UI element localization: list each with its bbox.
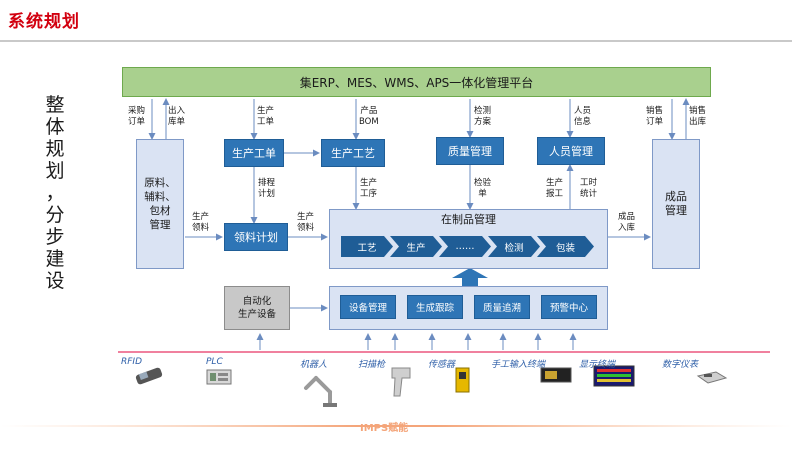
- robot-arm-icon: [304, 376, 337, 407]
- alert-center-module: 预警中心: [541, 295, 597, 319]
- label-schedule: 排程计划: [258, 178, 276, 199]
- label-finished-in: 成品入库: [618, 212, 636, 233]
- side-caption: 整 体 规 划 ， 分 步 建 设: [44, 94, 66, 292]
- footer-rule: [0, 425, 792, 427]
- plc-icon: [206, 369, 232, 385]
- label-inspection-plan: 检测方案: [474, 106, 492, 127]
- raw-line: 辅料、: [144, 191, 176, 203]
- finished-line: 管理: [665, 204, 687, 217]
- label-prod-report: 生产报工: [546, 178, 564, 199]
- device-scanner: 扫描枪: [358, 360, 386, 370]
- label-work-hours: 工时统计: [580, 178, 598, 199]
- device-sensor: 传感器: [428, 360, 456, 370]
- side-char: 整: [45, 94, 65, 116]
- label-inout-order: 出入库单: [168, 106, 186, 127]
- terminal-icon: [540, 367, 572, 383]
- label-sales-out: 销售出库: [689, 106, 707, 127]
- digital-meter-icon: [696, 371, 728, 384]
- raw-line: 管理: [149, 219, 171, 231]
- device-rfid: RFID: [121, 357, 143, 367]
- label-inspection-doc: 检验单: [474, 178, 492, 199]
- side-char: ，: [45, 182, 65, 204]
- scanner-gun-icon: [391, 367, 411, 397]
- production-order-box: 生产工单: [224, 139, 284, 167]
- wip-step: ……: [439, 236, 491, 257]
- label-prod-process: 生产工序: [360, 178, 378, 199]
- quality-trace-module: 质量追溯: [474, 295, 530, 319]
- sensor-icon: [455, 367, 470, 393]
- wip-step: 工艺: [341, 236, 393, 257]
- device-plc: PLC: [206, 357, 223, 367]
- device-manual-terminal: 手工输入终端: [491, 360, 546, 370]
- finished-goods-box: 成品 管理: [652, 139, 700, 269]
- wip-title: 在制品管理: [441, 213, 496, 226]
- rfid-icon: [135, 367, 163, 385]
- label-purchase-order: 采购订单: [128, 106, 146, 127]
- side-char: 分: [45, 204, 65, 226]
- label-prod-order: 生产工单: [257, 106, 275, 127]
- personnel-management-box: 人员管理: [537, 137, 605, 165]
- side-char: 建: [45, 248, 65, 270]
- finished-line: 成品: [665, 190, 687, 203]
- integrated-platform-bar: 集ERP、MES、WMS、APS一体化管理平台: [122, 67, 711, 97]
- raw-line: 原料、: [144, 177, 176, 189]
- wip-step: 生产: [390, 236, 442, 257]
- label-personnel-info: 人员信息: [574, 106, 592, 127]
- side-char: 划: [45, 160, 65, 182]
- wip-step: 检测: [488, 236, 540, 257]
- label-prod-pick-1: 生产领料: [192, 212, 210, 233]
- raw-line: 包材: [149, 205, 171, 217]
- material-plan-box: 领料计划: [224, 223, 288, 251]
- display-board-icon: [593, 365, 635, 387]
- label-prod-pick-2: 生产领料: [297, 212, 315, 233]
- quality-management-box: 质量管理: [436, 137, 504, 165]
- production-tracking-module: 生成跟踪: [407, 295, 463, 319]
- side-char: 步: [45, 226, 65, 248]
- equipment-management-module: 设备管理: [340, 295, 396, 319]
- auto-line: 自动化: [242, 296, 272, 307]
- side-char: 规: [45, 138, 65, 160]
- side-char: 设: [45, 270, 65, 292]
- footer-label: IMPS赋能: [360, 423, 409, 434]
- wip-step: 包装: [537, 236, 594, 257]
- side-char: 体: [45, 116, 65, 138]
- label-sales-order: 销售订单: [646, 106, 664, 127]
- auto-line: 生产设备: [237, 309, 276, 320]
- automation-equipment-box: 自动化 生产设备: [224, 286, 290, 330]
- device-display-terminal: 显示终端: [579, 360, 616, 370]
- raw-material-box: 原料、 辅料、 包材 管理: [136, 139, 184, 269]
- title-divider: [0, 40, 792, 42]
- device-robot: 机器人: [300, 360, 328, 370]
- page-title: 系统规划: [8, 12, 80, 32]
- production-process-box: 生产工艺: [321, 139, 385, 167]
- big-up-arrow: [452, 268, 488, 286]
- device-digital-meter: 数字仪表: [662, 360, 699, 370]
